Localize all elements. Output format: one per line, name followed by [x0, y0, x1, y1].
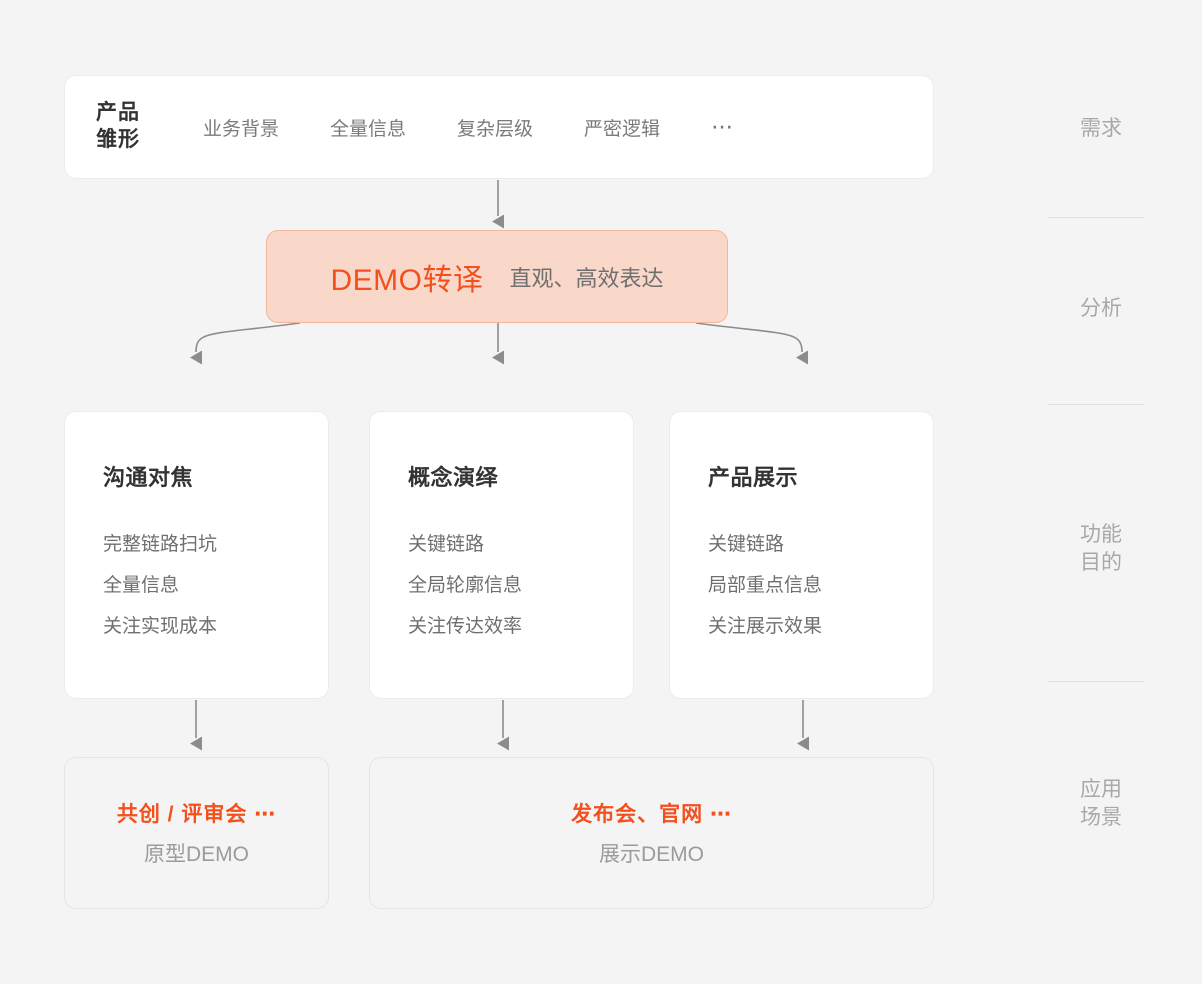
purpose-card-line: 完整链路扫坑 — [103, 534, 218, 555]
requirement-item-complex-hierarchy: 复杂层级 — [457, 118, 534, 140]
stage-divider-3 — [1048, 681, 1144, 682]
purpose-card-line: 关注传达效率 — [408, 616, 523, 637]
stage-label-function-purpose: 功能 目的 — [1048, 521, 1154, 577]
requirement-bar: 产品 雏形 业务背景 全量信息 复杂层级 严密逻辑 ⋯ — [64, 75, 934, 179]
purpose-card-line: 关注展示效果 — [708, 616, 823, 637]
demo-translation-title: DEMO转译 — [330, 263, 484, 297]
stage-label-line-1: 需求 — [1080, 117, 1122, 140]
requirement-item-business-background: 业务背景 — [203, 118, 280, 140]
purpose-card-communication: 沟通对焦 完整链路扫坑 全量信息 关注实现成本 — [64, 411, 329, 699]
purpose-card-product-showcase: 产品展示 关键链路 局部重点信息 关注展示效果 — [669, 411, 934, 699]
scenario-box-showcase: 发布会、官网 ⋯ 展示DEMO — [369, 757, 934, 909]
arrow-translate-to-card-3 — [695, 322, 809, 365]
purpose-card-line: 全量信息 — [103, 575, 180, 596]
scenario-box-prototype: 共创 / 评审会 ⋯ 原型DEMO — [64, 757, 329, 909]
stage-label-line-2: 目的 — [1080, 550, 1122, 574]
purpose-card-title: 产品展示 — [708, 465, 799, 490]
stage-label-line-1: 应用 — [1080, 778, 1122, 801]
requirement-bar-title-line-2: 雏形 — [96, 128, 140, 151]
stage-divider-1 — [1048, 217, 1144, 218]
demo-translation-subtitle: 直观、高效表达 — [509, 265, 664, 291]
scenario-subtitle: 展示DEMO — [599, 843, 704, 866]
stage-label-requirement: 需求 — [1048, 115, 1154, 143]
stage-divider-2 — [1048, 404, 1144, 405]
purpose-card-line: 关注实现成本 — [103, 616, 218, 637]
purpose-card-line: 局部重点信息 — [708, 575, 823, 596]
stage-label-analysis: 分析 — [1048, 295, 1154, 323]
purpose-card-line: 关键链路 — [708, 534, 785, 555]
stage-label-application-scenario: 应用 场景 — [1048, 776, 1154, 832]
arrow-translate-to-card-1 — [189, 322, 301, 365]
purpose-card-line: 关键链路 — [408, 534, 485, 555]
requirement-item-strict-logic: 严密逻辑 — [584, 118, 661, 140]
purpose-card-title: 沟通对焦 — [103, 465, 194, 490]
stage-rail: 需求 分析 功能 目的 应用 场景 — [1048, 75, 1154, 909]
purpose-card-concept: 概念演绎 关键链路 全局轮廓信息 关注传达效率 — [369, 411, 634, 699]
scenario-title: 发布会、官网 ⋯ — [571, 803, 732, 826]
requirement-bar-title: 产品 雏形 — [96, 100, 170, 154]
scenario-title: 共创 / 评审会 ⋯ — [116, 803, 277, 826]
requirement-bar-items: 业务背景 全量信息 复杂层级 严密逻辑 ⋯ — [203, 114, 735, 141]
purpose-card-title: 概念演绎 — [408, 465, 499, 490]
scenario-subtitle: 原型DEMO — [144, 843, 249, 866]
stage-label-line-2: 场景 — [1080, 805, 1122, 829]
stage-label-line-1: 功能 — [1080, 523, 1122, 546]
purpose-card-line: 全局轮廓信息 — [408, 575, 523, 596]
requirement-bar-title-line-1: 产品 — [96, 101, 140, 125]
requirement-item-full-information: 全量信息 — [330, 118, 407, 140]
stage-label-line-1: 分析 — [1080, 297, 1122, 320]
ellipsis-icon: ⋯ — [711, 114, 736, 139]
demo-translation-bar: DEMO转译 直观、高效表达 — [266, 230, 728, 323]
